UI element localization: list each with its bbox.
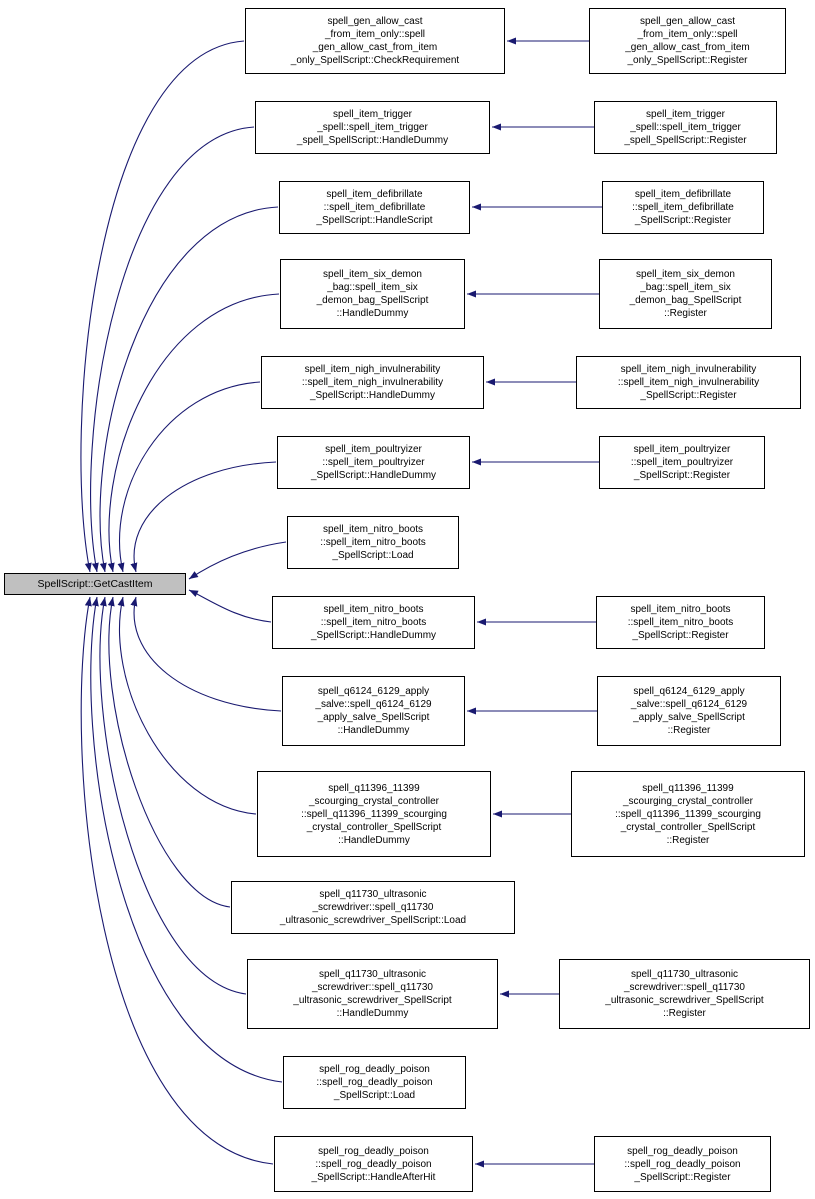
edge-caller-13 — [80, 596, 274, 1165]
register-node-item-trigger[interactable]: spell_item_trigger _spell::spell_item_tr… — [594, 101, 777, 154]
edge-caller-2 — [99, 206, 279, 573]
register-node-defibrillate[interactable]: spell_item_defibrillate ::spell_item_def… — [602, 181, 764, 234]
register-node-poultryizer[interactable]: spell_item_poultryizer ::spell_item_poul… — [599, 436, 765, 489]
register-node-deadly-poison[interactable]: spell_rog_deadly_poison ::spell_rog_dead… — [594, 1136, 771, 1192]
edge-caller-3 — [107, 293, 280, 573]
caller-node-item-trigger-handledummy[interactable]: spell_item_trigger _spell::spell_item_tr… — [255, 101, 490, 154]
edge-caller-5 — [130, 461, 277, 573]
edge-caller-8 — [130, 596, 282, 712]
caller-node-deadly-poison-handleafterhit[interactable]: spell_rog_deadly_poison ::spell_rog_dead… — [274, 1136, 473, 1192]
register-node-allow-cast[interactable]: spell_gen_allow_cast _from_item_only::sp… — [589, 8, 786, 74]
register-node-scourging-crystal[interactable]: spell_q11396_11399 _scourging_crystal_co… — [571, 771, 805, 857]
caller-node-defibrillate-handlescript[interactable]: spell_item_defibrillate ::spell_item_def… — [279, 181, 470, 234]
register-node-apply-salve[interactable]: spell_q6124_6129_apply _salve::spell_q61… — [597, 676, 781, 746]
caller-node-nitro-boots-handledummy[interactable]: spell_item_nitro_boots ::spell_item_nitr… — [272, 596, 475, 649]
edge-caller-11 — [99, 596, 247, 995]
caller-node-six-demon-bag-handledummy[interactable]: spell_item_six_demon _bag::spell_item_si… — [280, 259, 465, 329]
caller-node-apply-salve-handledummy[interactable]: spell_q6124_6129_apply _salve::spell_q61… — [282, 676, 465, 746]
caller-node-nitro-boots-load[interactable]: spell_item_nitro_boots ::spell_item_nitr… — [287, 516, 459, 569]
caller-node-poultryizer-handledummy[interactable]: spell_item_poultryizer ::spell_item_poul… — [277, 436, 470, 489]
edge-caller-10 — [107, 596, 231, 908]
edge-caller-6 — [188, 541, 287, 580]
edge-caller-9 — [117, 596, 257, 815]
caller-node-allow-cast-checkrequirement[interactable]: spell_gen_allow_cast _from_item_only::sp… — [245, 8, 505, 74]
caller-node-ultrasonic-screwdriver-load[interactable]: spell_q11730_ultrasonic _screwdriver::sp… — [231, 881, 515, 934]
register-node-nigh-invulnerability[interactable]: spell_item_nigh_invulnerability ::spell_… — [576, 356, 801, 409]
caller-node-scourging-crystal-handledummy[interactable]: spell_q11396_11399 _scourging_crystal_co… — [257, 771, 491, 857]
root-node-getcastitem: SpellScript::GetCastItem — [4, 573, 186, 595]
caller-node-ultrasonic-screwdriver-handledummy[interactable]: spell_q11730_ultrasonic _screwdriver::sp… — [247, 959, 498, 1029]
register-node-six-demon-bag[interactable]: spell_item_six_demon _bag::spell_item_si… — [599, 259, 772, 329]
edge-caller-1 — [90, 126, 255, 573]
register-node-nitro-boots[interactable]: spell_item_nitro_boots ::spell_item_nitr… — [596, 596, 765, 649]
caller-node-deadly-poison-load[interactable]: spell_rog_deadly_poison ::spell_rog_dead… — [283, 1056, 466, 1109]
edge-caller-7 — [188, 589, 272, 623]
caller-node-nigh-invulnerability-handledummy[interactable]: spell_item_nigh_invulnerability ::spell_… — [261, 356, 484, 409]
register-node-ultrasonic-screwdriver[interactable]: spell_q11730_ultrasonic _screwdriver::sp… — [559, 959, 810, 1029]
edge-caller-0 — [80, 40, 245, 573]
edge-caller-12 — [90, 596, 283, 1083]
edge-caller-4 — [117, 381, 261, 573]
